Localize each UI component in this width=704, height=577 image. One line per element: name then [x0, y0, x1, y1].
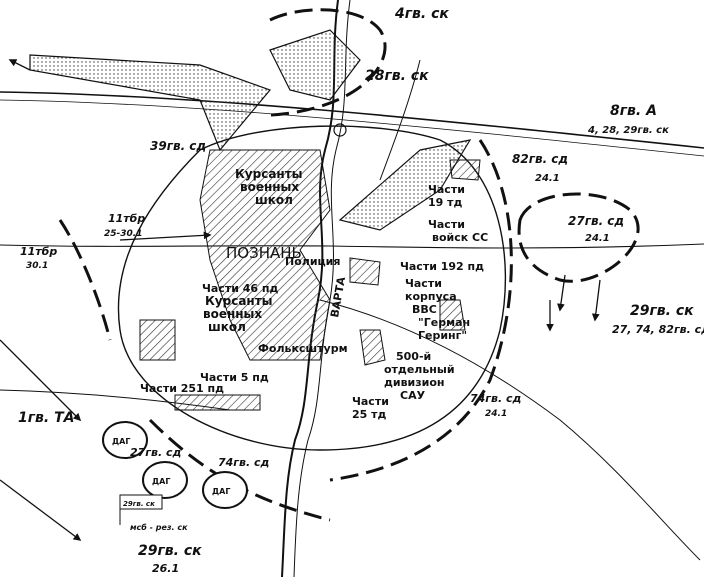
label-dag-2: ДАГ: [152, 477, 170, 486]
flag-29-sk: [119, 494, 163, 525]
label-11-tbr-a: 11тбр: [108, 212, 145, 225]
label-8-army: 8гв. А: [610, 103, 657, 119]
label-cadets2-1: Курсанты: [205, 294, 273, 308]
label-29-sk-right-sub: 27, 74, 82гв. сд: [612, 323, 704, 336]
label-sau-2: отдельный: [384, 363, 455, 376]
label-goering-1: Части: [405, 277, 442, 290]
label-ss-1: Части: [428, 218, 465, 231]
label-cadets2-3: школ: [208, 320, 246, 334]
label-74-sd-right: 74гв. сд: [470, 392, 522, 405]
label-ss-2: войск СС: [432, 231, 488, 244]
label-goering-3: ВВС: [412, 303, 437, 316]
dag-groups: [102, 421, 248, 509]
label-28-sk: 28гв. ск: [365, 68, 429, 84]
label-46-pd: Части 46 пд: [202, 282, 278, 295]
label-82-sd-date: 24.1: [535, 173, 560, 184]
label-11-tbr-a-date: 25-30.1: [104, 229, 142, 239]
label-82-sd: 82гв. сд: [512, 152, 568, 166]
label-river: ВАРТА: [328, 275, 348, 318]
label-cadets2-2: военных: [203, 307, 262, 321]
map-labels: 4гв. ск 28гв. ск 8гв. А 4, 28, 29гв. ск …: [18, 6, 704, 575]
label-5-pd: Части 5 пд: [200, 371, 269, 384]
front-lines: [58, 8, 640, 522]
label-cadets-3: школ: [255, 193, 293, 207]
label-cadets-2: военных: [240, 180, 299, 194]
label-dag-3: ДАГ: [212, 487, 230, 496]
label-29-sk-bottom: 29гв. ск: [138, 543, 202, 559]
attack-zones: [29, 29, 472, 231]
label-sau-4: САУ: [400, 389, 426, 402]
label-11-tbr-b-date: 30.1: [26, 261, 48, 271]
label-19-td-2: 19 тд: [428, 196, 463, 209]
roads: [0, 59, 704, 561]
label-25-td-2: 25 тд: [352, 408, 387, 421]
label-192-pd: Части 192 пд: [400, 260, 484, 273]
fortress-ring: [117, 125, 507, 451]
label-goering-5: Геринг": [418, 329, 467, 342]
label-flag-29-sk: 29гв. ск: [123, 500, 155, 508]
label-19-td-1: Части: [428, 183, 465, 196]
label-city: ПОЗНАНЬ: [226, 244, 302, 262]
label-27-sd-bottom: 27гв. сд: [130, 446, 182, 459]
label-msb-rez: мсб - рез. ск: [130, 522, 188, 532]
label-police: Полиция: [285, 255, 340, 268]
label-74-sd-right-date: 24.1: [485, 409, 507, 419]
label-sau-1: 500-й: [396, 350, 431, 363]
label-volkssturm: Фольксштурм: [258, 342, 348, 355]
label-29-sk-bottom-date: 26.1: [152, 562, 179, 575]
label-74-sd-bottom: 74гв. сд: [218, 456, 270, 469]
label-cadets-1: Курсанты: [235, 167, 303, 181]
label-4-sk: 4гв. ск: [394, 6, 449, 22]
label-11-tbr-b: 11тбр: [20, 245, 57, 258]
label-dag-1: ДАГ: [112, 437, 130, 446]
label-25-td-1: Части: [352, 395, 389, 408]
label-29-sk-right: 29гв. ск: [630, 303, 694, 319]
label-27-sd-top: 27гв. сд: [568, 214, 624, 228]
label-251-pd: Части 251 пд: [140, 382, 224, 395]
label-27-sd-top-date: 24.1: [585, 233, 610, 244]
label-8-army-sub: 4, 28, 29гв. ск: [587, 125, 669, 136]
city-areas: [139, 149, 481, 411]
label-1-ta: 1гв. ТА: [18, 410, 75, 426]
label-39-sd: 39гв. сд: [150, 139, 206, 153]
label-sau-3: дивизион: [384, 376, 445, 389]
ta-arrows: [0, 59, 601, 541]
label-goering-2: корпуса: [405, 290, 457, 303]
label-goering-4: "Герман: [418, 316, 470, 329]
